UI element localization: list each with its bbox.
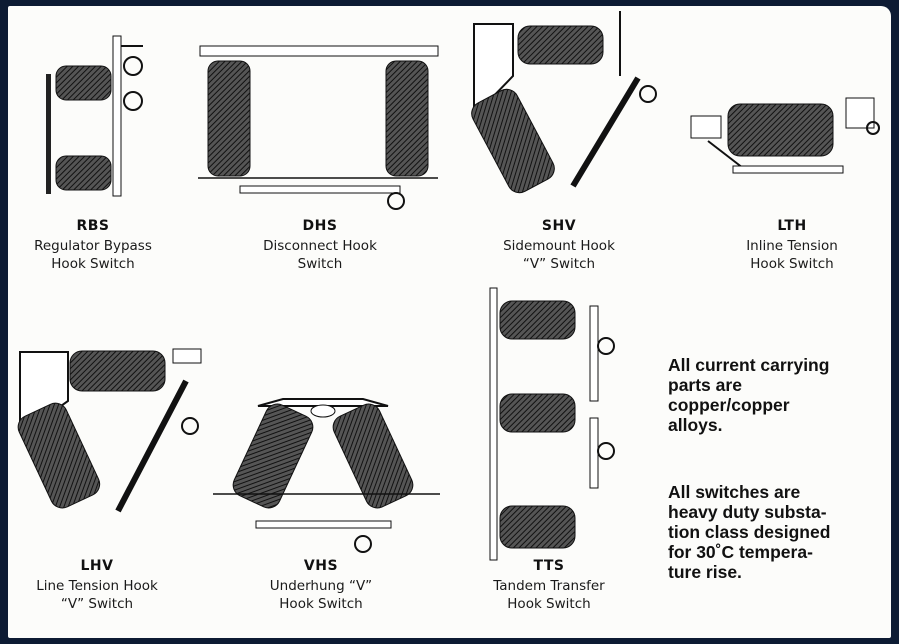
materials-note: All current carrying parts are copper/co… [668, 355, 830, 435]
tts-description: Tandem Transfer Hook Switch [493, 578, 605, 612]
dhs-illustration [198, 45, 439, 210]
rbs-description: Regulator Bypass Hook Switch [34, 238, 152, 272]
vhs-illustration [213, 398, 440, 553]
rbs-illustration [46, 35, 143, 197]
lth-code: LTH [777, 218, 807, 234]
lth-illustration [690, 97, 880, 174]
tts-code: TTS [533, 558, 565, 574]
vhs-code: VHS [303, 558, 339, 574]
dhs-description: Disconnect Hook Switch [263, 238, 377, 272]
lhv-description: Line Tension Hook “V” Switch [36, 578, 158, 612]
rating-note: All switches are heavy duty substa- tion… [668, 482, 831, 582]
shv-description: Sidemount Hook “V” Switch [503, 238, 615, 272]
switch-illustrations [17, 11, 880, 561]
vhs-description: Underhung “V” Hook Switch [269, 578, 373, 612]
rbs-code: RBS [76, 218, 110, 234]
lhv-code: LHV [80, 558, 114, 574]
lth-description: Inline Tension Hook Switch [746, 238, 838, 272]
shv-code: SHV [541, 218, 577, 234]
catalog-sheet: RBS Regulator Bypass Hook Switch DHS Dis… [8, 6, 891, 638]
tts-illustration [489, 287, 615, 561]
shv-illustration [471, 11, 657, 194]
dhs-code: DHS [302, 218, 338, 234]
lhv-illustration [17, 348, 202, 513]
